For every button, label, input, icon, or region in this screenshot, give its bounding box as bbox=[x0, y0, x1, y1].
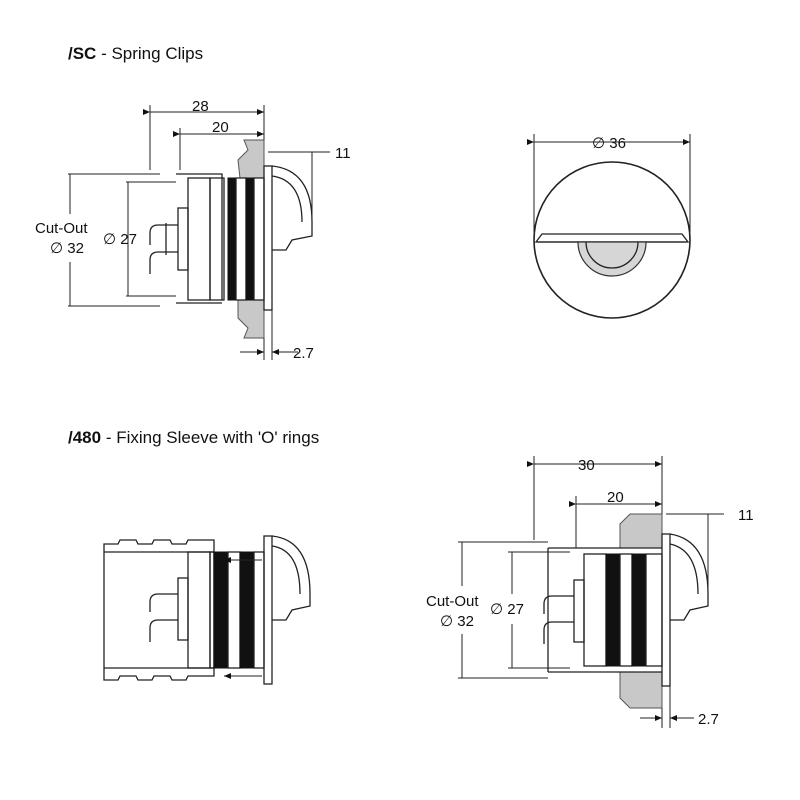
sc-dimensions: 28 20 11 ∅ 27 Cut-Out ∅ 32 2.7 bbox=[35, 98, 351, 362]
fixing-sleeve-left-view bbox=[103, 535, 311, 685]
sc-wall-top bbox=[237, 139, 265, 179]
s480-cutout-label: Cut-Out bbox=[426, 593, 479, 610]
sleeve-outer bbox=[103, 539, 215, 681]
front-hood-edge bbox=[534, 233, 690, 243]
front-view bbox=[533, 161, 691, 319]
front-lens bbox=[577, 241, 647, 277]
fixing-sleeve-desc: - Fixing Sleeve with 'O' rings bbox=[101, 428, 320, 447]
sc-hood bbox=[271, 165, 313, 251]
sc-wall-bottom bbox=[237, 299, 265, 339]
sc-dim-28: 28 bbox=[192, 98, 209, 115]
sc-cutout-label: Cut-Out bbox=[35, 220, 88, 237]
s480-dimensions: 30 20 11 ∅ 27 Cut-Out ∅ 32 2.7 bbox=[426, 456, 754, 728]
spring-clips-desc: - Spring Clips bbox=[96, 44, 204, 63]
sc-body bbox=[187, 177, 211, 301]
s480-cutout-value: ∅ 32 bbox=[440, 613, 474, 630]
sc-o-ring-1 bbox=[227, 177, 237, 301]
s480-right-connector bbox=[573, 579, 585, 643]
s480-o-ring-1 bbox=[605, 553, 621, 667]
sc-spring-clip-top bbox=[176, 173, 223, 300]
sc-wire-1 bbox=[149, 224, 178, 245]
sc-dim-27: ∅ 27 bbox=[103, 231, 137, 248]
fixing-sleeve-right-view bbox=[543, 513, 709, 709]
sleeve-o-ring-1 bbox=[213, 551, 229, 669]
spring-clips-code: /SC bbox=[68, 44, 97, 63]
s480-o-ring-2 bbox=[631, 553, 647, 667]
spring-clips-side-view bbox=[149, 139, 313, 339]
front-dim-36: ∅ 36 bbox=[592, 135, 626, 152]
fixing-sleeve-heading: /480 - Fixing Sleeve with 'O' rings bbox=[68, 428, 319, 448]
sc-bezel-plate bbox=[263, 165, 273, 311]
sc-cutout-value: ∅ 32 bbox=[50, 240, 84, 257]
front-bezel-circle bbox=[533, 161, 691, 319]
spring-clips-heading: /SC - Spring Clips bbox=[68, 44, 203, 64]
s480-dim-27: ∅ 27 bbox=[490, 601, 524, 618]
s480-dim-30: 30 bbox=[578, 457, 595, 474]
sc-dim-20: 20 bbox=[212, 119, 229, 136]
sc-connector-block bbox=[177, 207, 189, 271]
s480-left-connector bbox=[177, 577, 189, 641]
sc-dim-11: 11 bbox=[335, 145, 351, 162]
s480-dim-2-7: 2.7 bbox=[698, 711, 719, 728]
sc-dim-2-7: 2.7 bbox=[293, 345, 314, 362]
sc-wire-2 bbox=[149, 251, 178, 274]
sc-o-ring-2 bbox=[245, 177, 255, 301]
s480-dim-20: 20 bbox=[607, 489, 624, 506]
front-dimensions: ∅ 36 bbox=[527, 134, 691, 232]
fixing-sleeve-code: /480 bbox=[68, 428, 102, 447]
s480-dim-11: 11 bbox=[738, 507, 754, 524]
sleeve-o-ring-2 bbox=[239, 551, 255, 669]
